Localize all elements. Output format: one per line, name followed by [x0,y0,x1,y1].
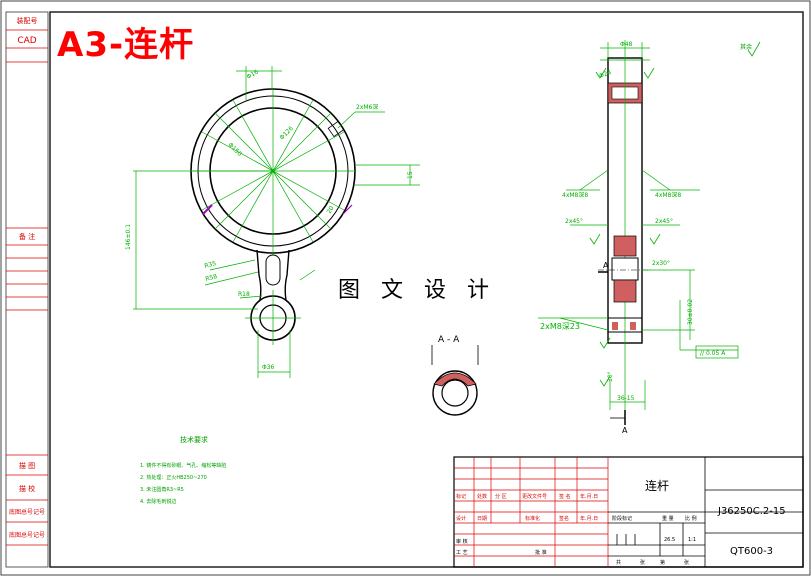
svg-text:2x45°: 2x45° [655,218,673,225]
svg-text:R58: R58 [205,273,218,283]
tech-req-4: 4. 去除毛刺锐边 [140,498,176,505]
technical-requirements: 技术要求 1. 铸件不得有砂眼、气孔、缩松等缺陷 2. 热处理：正火HB250~… [140,435,226,505]
section-a-a [431,345,479,416]
tb-scale-label: 比 例 [685,515,697,522]
tb-sheets-total: 共 [616,559,621,566]
svg-text:30±0.02: 30±0.02 [687,299,694,325]
tb-standard: 标准化 [525,515,540,522]
svg-text:Φ24: Φ24 [598,69,612,80]
svg-text:R18: R18 [238,291,250,298]
side-label-base2: 底图总号记号 [9,531,45,539]
tb-date: 年.月.日 [580,493,598,500]
title-block: 标记 处数 分 区 更改文件号 签 名 年.月.日 设计 日期 标准化 签名 年… [453,456,804,568]
svg-text:Φ36: Φ36 [262,364,275,371]
tech-req-title: 技术要求 [180,435,208,444]
tb-weight: 重 量 [662,515,674,522]
svg-text:30°: 30° [607,371,614,382]
svg-text:146±0.1: 146±0.1 [125,224,132,250]
tech-req-3: 3. 未注圆角R3~R5 [140,486,184,493]
svg-text:2x30°: 2x30° [652,260,670,267]
svg-text:4xM8深8: 4xM8深8 [655,191,681,199]
svg-text:Φ48: Φ48 [620,41,633,48]
side-label-base1: 底图总号记号 [9,508,45,516]
tb-part-name: 连杆 [645,478,669,493]
section-label: A - A [438,335,460,345]
tb-scale: 1:1 [688,537,696,543]
view-arrow-top: A [603,261,609,270]
svg-text:2x45°: 2x45° [565,218,583,225]
tb-process: 工 艺 [456,550,468,556]
watermark-text: 图 文 设 计 [338,278,496,303]
tb-stage: 阶段标记 [612,515,632,522]
tb-sheets-unit2: 张 [684,559,689,566]
side-label-check: 描 校 [19,484,35,493]
tb-count: 处数 [477,493,487,500]
front-view: 146±0.1 Φ36 15 Φ16 2xM6深 R35 R58 R18 Φ15… [125,66,420,378]
svg-text:15: 15 [407,171,414,179]
side-label-top: 装配号 [17,16,38,25]
left-strip [5,11,49,568]
svg-text:2xM6深: 2xM6深 [356,103,378,111]
tb-material: QT600-3 [730,546,773,557]
tb-mark: 标记 [456,493,466,500]
tb-change-doc: 更改文件号 [522,493,547,500]
tb-sheets-no: 第 [660,559,665,566]
tech-req-2: 2. 热处理：正火HB250~270 [140,474,207,481]
side-label-cad: CAD [17,36,36,46]
side-label-trace: 描 图 [19,461,35,470]
tb-std-date: 年.月.日 [580,515,598,522]
side-view: Φ48 Φ24 4xM8深8 4xM8深8 2x45° 2x45° 2x30° … [538,40,761,425]
svg-text:20: 20 [326,205,336,215]
svg-text:R35: R35 [204,260,217,270]
view-arrow-bottom: A [622,426,628,435]
drawing-title: A3-连杆 [57,25,195,65]
svg-text:// 0.05 A: // 0.05 A [700,350,726,357]
svg-text:其余: 其余 [740,43,752,51]
tech-req-1: 1. 铸件不得有砂眼、气孔、缩松等缺陷 [140,462,226,469]
tb-qty: 26.5 [664,537,675,543]
side-label-remarks: 备 注 [19,232,35,241]
tb-design: 设计 [456,515,466,522]
svg-text:4xM8深8: 4xM8深8 [562,191,588,199]
tb-sheets-unit1: 张 [640,559,645,566]
tb-sign: 签 名 [559,493,571,500]
tb-approve: 批 准 [535,549,547,556]
tb-zone: 分 区 [495,493,507,500]
thread-callout: 2xM8深23 [540,322,580,331]
tb-design-date: 日期 [477,516,487,522]
drawing-frame [49,11,804,568]
tb-check: 审 核 [456,538,468,545]
svg-text:36-15: 36-15 [617,395,635,402]
tb-std-sign: 签名 [559,515,569,522]
tb-drawing-no: J36250C.2-15 [717,506,786,517]
